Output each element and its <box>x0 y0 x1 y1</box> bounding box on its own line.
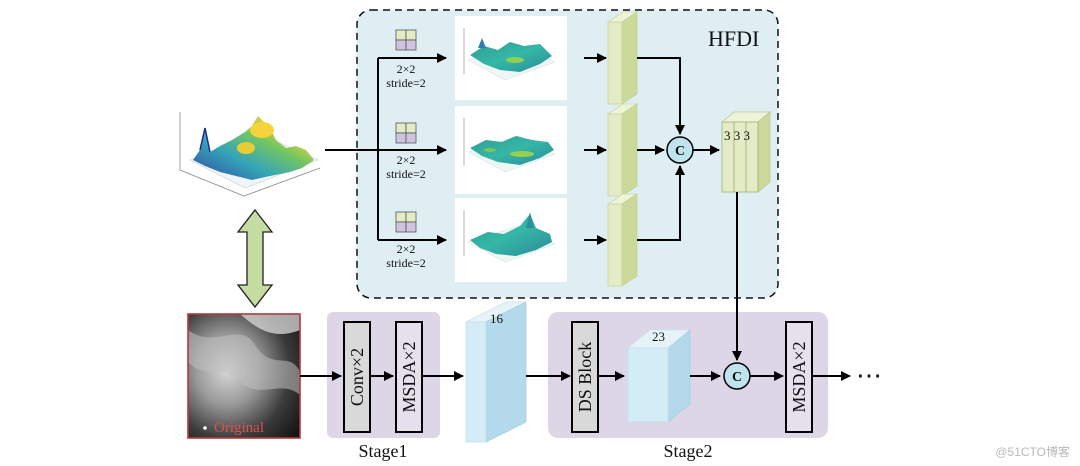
feature-map-23 <box>626 329 692 423</box>
double-arrow <box>236 208 274 309</box>
pool-grid-icon <box>395 29 417 51</box>
concatenated-feature-stack <box>720 111 772 193</box>
input-surface-plot <box>175 95 325 205</box>
original-label: Original <box>214 420 264 436</box>
stage1-msda-label: MSDA×2 <box>399 341 419 412</box>
subband-plot <box>455 16 567 100</box>
pool-stride-label: stride=2 <box>386 256 425 270</box>
continuation-dots: ⋯ <box>856 361 882 390</box>
stage2-name: Stage2 <box>664 441 713 461</box>
ds-block <box>571 321 599 433</box>
stack-channels-label: 3 3 3 <box>724 128 750 143</box>
hfdi-feature-block <box>606 193 639 287</box>
hfdi-feature-block <box>606 11 639 105</box>
hfdi-concat-symbol: C <box>675 144 685 159</box>
pool-stride-label: stride=2 <box>386 76 425 90</box>
feature-16-label: 16 <box>490 311 504 326</box>
feature-to-concat-line <box>637 57 685 135</box>
hfdi-feature-block <box>606 103 639 197</box>
hfdi-title: HFDI <box>708 26 759 51</box>
stage1-msda-block <box>395 321 423 433</box>
pool-stride-label: stride=2 <box>386 167 425 181</box>
hfdi-region <box>356 9 779 299</box>
feature-map-16 <box>465 301 527 443</box>
original-image: Original <box>187 313 301 439</box>
subband-plot <box>455 198 567 282</box>
pool-size-label: 2×2 <box>397 62 416 76</box>
stage2-concat-symbol: C <box>732 370 742 385</box>
subband-plot <box>455 106 567 194</box>
stage1-name: Stage1 <box>359 441 408 461</box>
pool-grid-icon <box>395 122 417 144</box>
stage2-msda-label: MSDA×2 <box>789 341 809 412</box>
watermark: @51CTO博客 <box>995 445 1070 459</box>
ds-block-label: DS Block <box>575 342 595 413</box>
feature-23-label: 23 <box>652 329 665 344</box>
pool-grid-icon <box>395 211 417 233</box>
feature-to-concat-line <box>637 165 685 241</box>
conv-block <box>343 321 371 433</box>
pool-size-label: 2×2 <box>397 153 416 167</box>
conv-label: Conv×2 <box>347 348 367 406</box>
pool-size-label: 2×2 <box>397 242 416 256</box>
